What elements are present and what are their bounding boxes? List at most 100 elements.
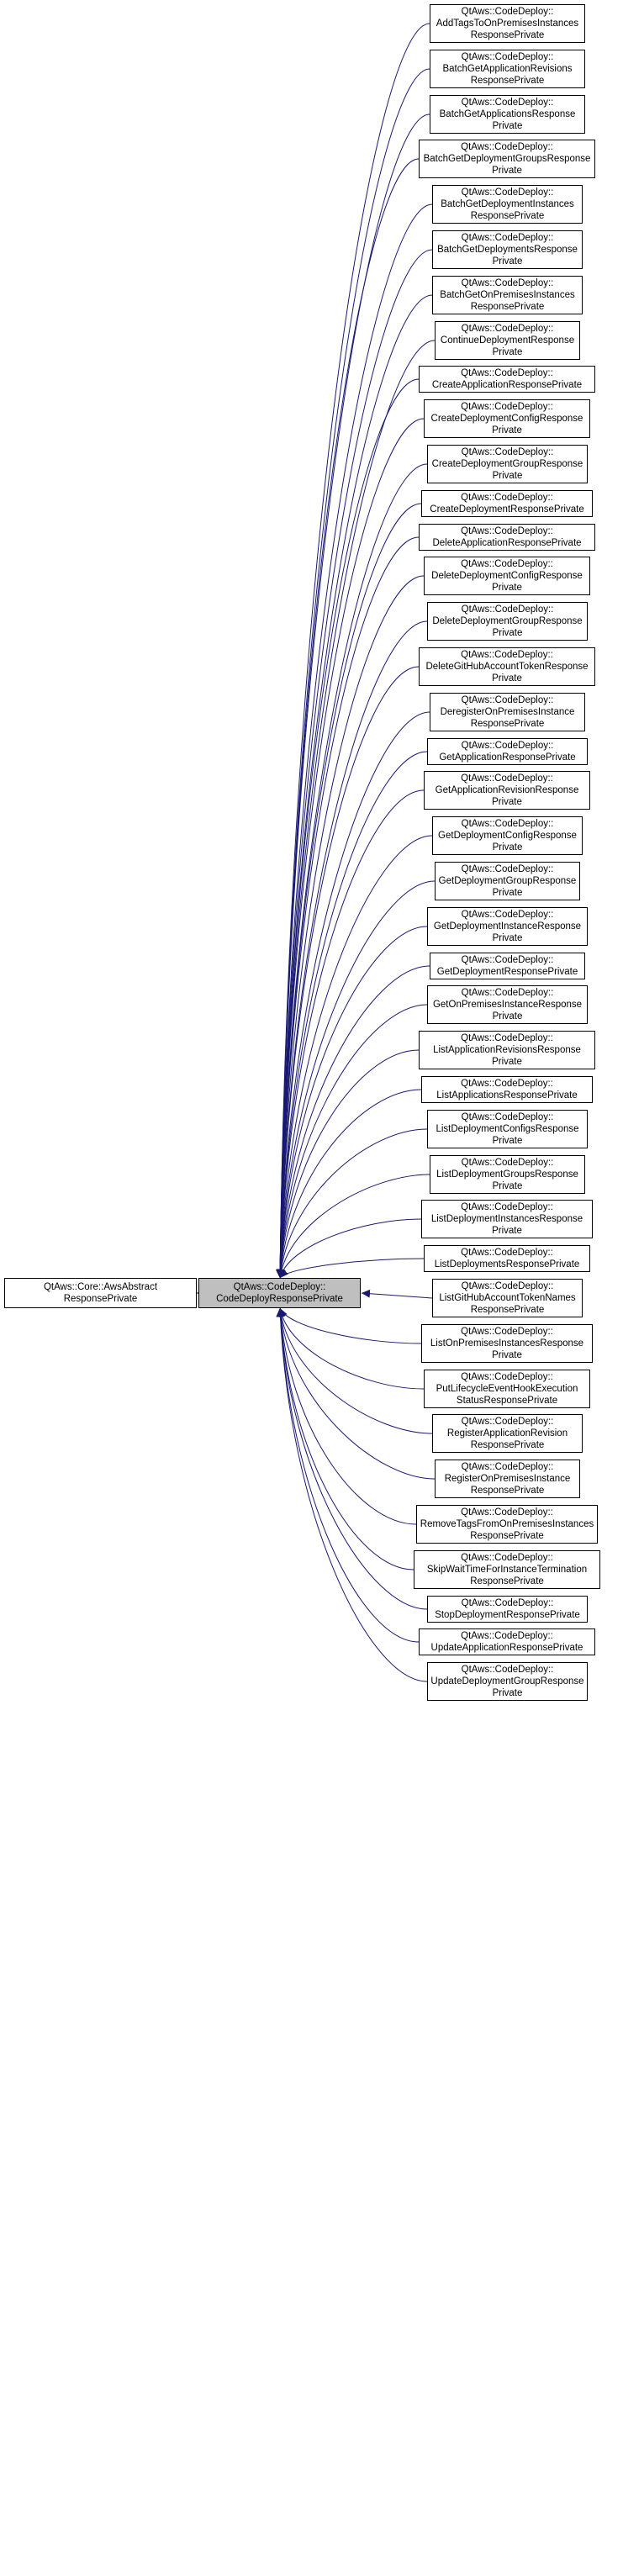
derived-class-node[interactable]: QtAws::CodeDeploy::GetApplicationRevisio… xyxy=(424,771,590,810)
derived-class-node[interactable]: QtAws::CodeDeploy::BatchGetDeploymentIns… xyxy=(432,185,583,224)
inheritance-edge xyxy=(276,340,436,1279)
derived-class-line: ListGitHubAccountTokenNames xyxy=(439,1293,576,1303)
derived-class-line: QtAws::CodeDeploy:: xyxy=(461,187,554,198)
derived-class-node[interactable]: QtAws::CodeDeploy::UpdateDeploymentGroup… xyxy=(427,1662,588,1701)
derived-class-line: RegisterApplicationRevision xyxy=(446,1428,568,1438)
focus-class-line-2: CodeDeployResponsePrivate xyxy=(216,1294,343,1304)
derived-class-line: ResponsePrivate xyxy=(470,302,545,312)
derived-class-line: QtAws::CodeDeploy:: xyxy=(461,1248,553,1258)
inheritance-edge xyxy=(276,711,430,1279)
derived-class-node[interactable]: QtAws::CodeDeploy::ListApplicationsRespo… xyxy=(421,1076,593,1103)
derived-class-node[interactable]: QtAws::CodeDeploy::ListDeploymentConfigs… xyxy=(427,1110,588,1148)
derived-class-line: GetDeploymentConfigResponse xyxy=(438,831,577,841)
derived-class-line: CreateDeploymentConfigResponse xyxy=(430,414,583,424)
derived-class-line: GetApplicationResponsePrivate xyxy=(439,752,576,763)
derived-class-node[interactable]: QtAws::CodeDeploy::BatchGetOnPremisesIns… xyxy=(432,276,583,314)
inheritance-edge xyxy=(276,666,420,1279)
derived-class-line: QtAws::CodeDeploy:: xyxy=(461,98,554,108)
focus-class-line-1: QtAws::CodeDeploy:: xyxy=(233,1282,326,1292)
derived-class-node[interactable]: QtAws::CodeDeploy::ListApplicationRevisi… xyxy=(419,1031,595,1069)
derived-class-node[interactable]: QtAws::CodeDeploy::RegisterOnPremisesIns… xyxy=(435,1460,580,1498)
focus-class-node[interactable]: QtAws::CodeDeploy:: CodeDeployResponsePr… xyxy=(198,1278,361,1308)
derived-class-node[interactable]: QtAws::CodeDeploy::GetDeploymentGroupRes… xyxy=(435,862,580,900)
derived-class-line: QtAws::CodeDeploy:: xyxy=(461,278,554,288)
inheritance-edge xyxy=(276,1307,420,1643)
derived-class-node[interactable]: QtAws::CodeDeploy::ListDeploymentGroupsR… xyxy=(430,1155,585,1194)
derived-class-line: Private xyxy=(492,1011,523,1021)
derived-class-line: ResponsePrivate xyxy=(470,1440,545,1450)
derived-class-line: Private xyxy=(492,347,523,357)
inheritance-edge xyxy=(276,203,433,1279)
derived-class-line: BatchGetDeploymentGroupsResponse xyxy=(423,154,591,164)
derived-class-node[interactable]: QtAws::CodeDeploy::CreateDeploymentGroup… xyxy=(427,445,588,483)
derived-class-line: Private xyxy=(492,1688,523,1698)
base-class-node[interactable]: QtAws::Core::AwsAbstract ResponsePrivate xyxy=(4,1278,197,1308)
derived-class-line: Private xyxy=(492,1181,523,1191)
derived-class-line: ContinueDeploymentResponse xyxy=(440,335,575,346)
derived-class-line: QtAws::CodeDeploy:: xyxy=(461,1079,553,1089)
derived-class-line: Private xyxy=(492,471,523,481)
inheritance-edge xyxy=(276,1307,428,1610)
derived-class-node[interactable]: QtAws::CodeDeploy::GetApplicationRespons… xyxy=(427,738,588,765)
derived-class-line: QtAws::CodeDeploy:: xyxy=(461,1665,554,1675)
derived-class-line: QtAws::CodeDeploy:: xyxy=(461,1327,553,1337)
derived-class-node[interactable]: QtAws::CodeDeploy::BatchGetDeploymentsRe… xyxy=(432,230,583,269)
inheritance-edge xyxy=(276,536,420,1279)
derived-class-node[interactable]: QtAws::CodeDeploy::BatchGetApplicationRe… xyxy=(430,50,585,88)
derived-class-node[interactable]: QtAws::CodeDeploy::GetDeploymentResponse… xyxy=(430,953,585,979)
derived-class-line: BatchGetApplicationsResponse xyxy=(439,109,576,119)
derived-class-line: DeregisterOnPremisesInstance xyxy=(440,707,575,717)
derived-class-line: QtAws::CodeDeploy:: xyxy=(461,7,554,17)
derived-class-line: QtAws::CodeDeploy:: xyxy=(461,559,553,569)
derived-class-line: QtAws::CodeDeploy:: xyxy=(461,650,553,660)
derived-class-node[interactable]: QtAws::CodeDeploy::CreateDeploymentRespo… xyxy=(421,490,593,517)
derived-class-line: QtAws::CodeDeploy:: xyxy=(461,695,554,705)
derived-class-node[interactable]: QtAws::CodeDeploy::BatchGetApplicationsR… xyxy=(430,95,585,134)
derived-class-line: QtAws::CodeDeploy:: xyxy=(461,955,554,965)
derived-class-line: BatchGetOnPremisesInstances xyxy=(440,290,575,300)
derived-class-line: Private xyxy=(492,842,523,853)
derived-class-node[interactable]: QtAws::CodeDeploy::RemoveTagsFromOnPremi… xyxy=(416,1505,598,1544)
base-class-line-2: ResponsePrivate xyxy=(63,1294,138,1304)
derived-class-node[interactable]: QtAws::CodeDeploy::SkipWaitTimeForInstan… xyxy=(414,1550,600,1589)
derived-class-node[interactable]: QtAws::CodeDeploy::DeleteDeploymentConfi… xyxy=(424,557,590,595)
derived-class-node[interactable]: QtAws::CodeDeploy::BatchGetDeploymentGro… xyxy=(419,140,595,178)
derived-class-node[interactable]: QtAws::CodeDeploy::DeregisterOnPremisesI… xyxy=(430,693,585,731)
derived-class-line: Private xyxy=(492,1350,522,1360)
inheritance-edge xyxy=(277,1218,422,1279)
derived-class-node[interactable]: QtAws::CodeDeploy::CreateDeploymentConfi… xyxy=(424,399,590,438)
derived-class-node[interactable]: QtAws::CodeDeploy::ListDeploymentsRespon… xyxy=(424,1245,590,1272)
derived-class-node[interactable]: QtAws::CodeDeploy::PutLifecycleEventHook… xyxy=(424,1370,590,1408)
derived-class-line: QtAws::CodeDeploy:: xyxy=(461,142,553,152)
inheritance-edge xyxy=(276,23,430,1279)
derived-class-node[interactable]: QtAws::CodeDeploy::StopDeploymentRespons… xyxy=(427,1596,588,1623)
derived-class-node[interactable]: QtAws::CodeDeploy::ContinueDeploymentRes… xyxy=(435,321,580,360)
derived-class-node[interactable]: QtAws::CodeDeploy::GetDeploymentInstance… xyxy=(427,907,588,946)
inheritance-edge xyxy=(276,835,433,1279)
derived-class-line: StopDeploymentResponsePrivate xyxy=(435,1610,580,1620)
derived-class-node[interactable]: QtAws::CodeDeploy::DeleteApplicationResp… xyxy=(419,524,595,551)
derived-class-line: QtAws::CodeDeploy:: xyxy=(461,1417,554,1427)
derived-class-node[interactable]: QtAws::CodeDeploy::GetDeploymentConfigRe… xyxy=(432,816,583,855)
derived-class-node[interactable]: QtAws::CodeDeploy::ListDeploymentInstanc… xyxy=(421,1200,593,1238)
derived-class-node[interactable]: QtAws::CodeDeploy::DeleteGitHubAccountTo… xyxy=(419,647,595,686)
derived-class-line: QtAws::CodeDeploy:: xyxy=(461,324,554,334)
derived-class-node[interactable]: QtAws::CodeDeploy::GetOnPremisesInstance… xyxy=(427,985,588,1024)
derived-class-node[interactable]: QtAws::CodeDeploy::ListGitHubAccountToke… xyxy=(432,1279,583,1317)
derived-class-node[interactable]: QtAws::CodeDeploy::UpdateApplicationResp… xyxy=(419,1628,595,1655)
derived-class-line: QtAws::CodeDeploy:: xyxy=(461,1202,553,1212)
derived-class-line: CreateDeploymentGroupResponse xyxy=(431,459,583,469)
derived-class-line: ResponsePrivate xyxy=(470,211,545,221)
derived-class-node[interactable]: QtAws::CodeDeploy::ListOnPremisesInstanc… xyxy=(421,1324,593,1363)
derived-class-node[interactable]: QtAws::CodeDeploy::DeleteDeploymentGroup… xyxy=(427,602,588,641)
derived-class-line: GetApplicationRevisionResponse xyxy=(435,785,579,795)
derived-class-node[interactable]: QtAws::CodeDeploy::AddTagsToOnPremisesIn… xyxy=(430,4,585,43)
derived-class-line: ResponsePrivate xyxy=(470,1486,545,1496)
inheritance-edge xyxy=(277,1128,428,1279)
derived-class-node[interactable]: QtAws::CodeDeploy::RegisterApplicationRe… xyxy=(432,1414,583,1453)
derived-class-node[interactable]: QtAws::CodeDeploy::CreateApplicationResp… xyxy=(419,366,595,393)
derived-class-line: Private xyxy=(492,797,522,807)
inheritance-edge xyxy=(276,880,436,1279)
derived-class-line: Private xyxy=(492,673,522,684)
